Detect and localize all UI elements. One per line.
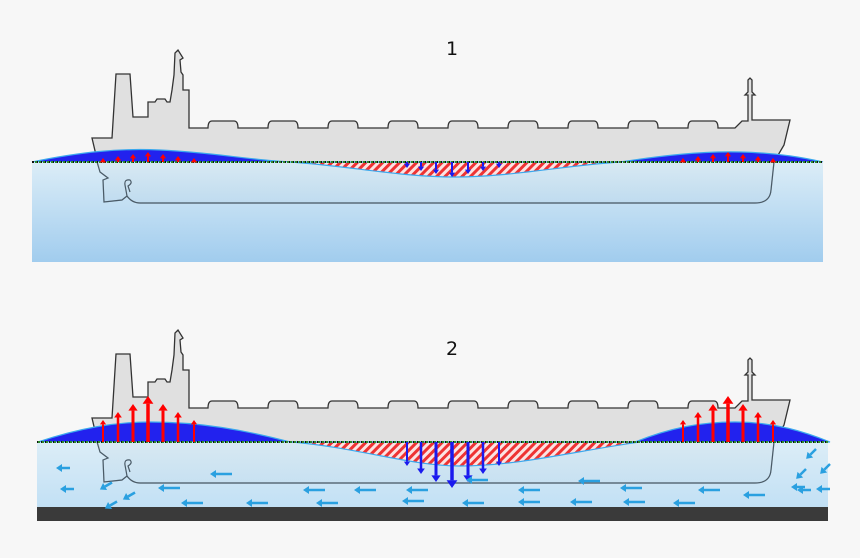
hull-outline [96, 161, 775, 204]
water-flow-arrow-head [158, 484, 164, 492]
water-flow-arrow-head [303, 486, 309, 494]
water-flow-arrow-head [60, 485, 66, 493]
water-flow-arrow-head [796, 471, 804, 479]
water-flow-arrow-head [816, 485, 822, 493]
up-pressure-arrow-head [708, 404, 718, 411]
water-flow-arrow-head [462, 499, 468, 507]
down-suction-arrow-head [417, 468, 425, 474]
hull-underwater-outline [96, 441, 775, 484]
water-flow-arrow-head [316, 499, 322, 507]
down-suction-arrow-head [403, 163, 411, 168]
wave-trough [291, 441, 641, 467]
up-pressure-arrow-head [159, 154, 167, 159]
water-flow-arrow-head [122, 493, 131, 500]
water-flow-arrow [799, 468, 807, 476]
water-flow-arrow-head [246, 499, 252, 507]
up-pressure-arrow-head [174, 412, 182, 418]
up-pressure-arrow-head [694, 412, 702, 418]
panel-shallow-water: 2 [37, 328, 831, 521]
up-pressure-arrow-head [114, 412, 122, 418]
water-flow-arrow-head [570, 498, 576, 506]
up-pressure-arrow-head [190, 420, 198, 425]
water-flow-arrow-head [402, 497, 408, 505]
water-flow-arrow [104, 481, 113, 488]
water-flow-arrow-head [99, 483, 108, 490]
up-pressure-arrow-head [128, 404, 138, 411]
water-flow-arrow-head [518, 486, 524, 494]
down-suction-arrow-head [448, 172, 456, 177]
water-flow-arrow [109, 500, 118, 507]
down-suction-arrow-head [479, 468, 487, 474]
panel-label-2: 2 [446, 338, 458, 360]
rudder-propeller [124, 459, 132, 477]
water-flow-arrow [823, 463, 831, 471]
up-pressure-arrow-head [679, 158, 687, 163]
water-flow-arrow-head [466, 476, 472, 484]
up-pressure-arrow-head [724, 152, 732, 157]
up-pressure-arrow-head [769, 420, 777, 425]
water-flow-arrow-head [104, 502, 113, 509]
water-flow-arrow-head [806, 451, 814, 459]
down-suction-arrow-head [417, 166, 425, 171]
hull-underwater-outline [96, 161, 775, 204]
up-pressure-arrow-head [99, 158, 107, 163]
water-flow-arrow-head [620, 484, 626, 492]
water-flow-arrow-head [210, 470, 216, 478]
rudder-propeller [124, 179, 132, 197]
water-flow-arrow-head [518, 498, 524, 506]
wave-crest-stern [31, 148, 291, 163]
up-pressure-arrow-head [754, 156, 762, 161]
water-flow-arrow-head [791, 483, 797, 491]
water-flow-arrow-head [181, 499, 187, 507]
water-flow-arrow-head [56, 464, 62, 472]
water-flow-arrow [809, 448, 817, 456]
panel-label-1: 1 [446, 38, 458, 60]
water-flow-arrow-head [406, 486, 412, 494]
water-flow-arrow-head [743, 491, 749, 499]
down-suction-arrow-head [495, 461, 503, 466]
up-pressure-arrow-head [769, 158, 777, 163]
hull-outline [96, 441, 775, 484]
up-pressure-arrow-head [142, 396, 154, 404]
up-pressure-arrow-head [174, 156, 182, 161]
down-suction-arrow-head [431, 475, 441, 482]
water-flow-arrow-head [623, 498, 629, 506]
seabed [37, 507, 828, 521]
up-pressure-arrow-head [722, 396, 734, 404]
water-flow-arrow-head [578, 477, 584, 485]
up-pressure-arrow-head [694, 156, 702, 161]
down-suction-arrow-head [464, 169, 472, 174]
pressure-arrows [99, 152, 777, 177]
water-flow-arrow [127, 491, 136, 498]
down-suction-arrow-head [432, 169, 440, 174]
up-pressure-arrow-head [738, 404, 748, 411]
down-suction-arrow-head [495, 163, 503, 168]
up-pressure-arrow-head [754, 412, 762, 418]
up-pressure-arrow-head [679, 420, 687, 425]
water-flow-arrows [56, 448, 831, 509]
up-pressure-arrow-head [99, 420, 107, 425]
water-flow-arrow-head [698, 486, 704, 494]
water-flow-arrow-head [354, 486, 360, 494]
pressure-arrows [99, 396, 777, 488]
up-pressure-arrow-head [739, 154, 747, 159]
up-pressure-arrow-head [709, 154, 717, 159]
up-pressure-arrow-head [129, 154, 137, 159]
panel-deep-water: 1 [31, 38, 824, 262]
water-flow-arrow-head [673, 499, 679, 507]
wave-trough [289, 161, 621, 178]
down-suction-arrow-head [446, 480, 458, 488]
up-pressure-arrow-head [114, 156, 122, 161]
water-flow-arrow-head [820, 466, 828, 474]
down-suction-arrow-head [403, 461, 411, 466]
up-pressure-arrow-head [144, 152, 152, 157]
up-pressure-arrow-head [190, 158, 198, 163]
up-pressure-arrow-head [158, 404, 168, 411]
water [32, 162, 823, 262]
down-suction-arrow-head [479, 166, 487, 171]
